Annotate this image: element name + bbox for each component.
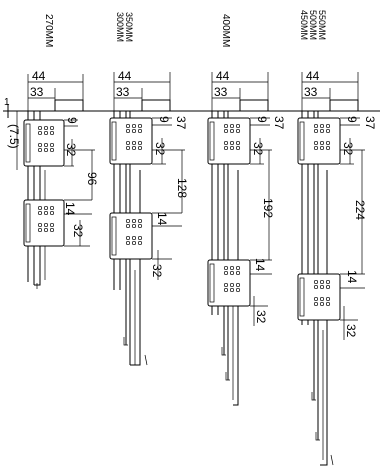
mounting-plate [54, 99, 84, 112]
length-label: 500MM [308, 10, 318, 40]
top-offset-dim: 33 [214, 85, 228, 99]
spacing-dim: 96 [85, 172, 99, 186]
spacing-dim: 192 [261, 198, 275, 218]
length-label: 450MM [299, 10, 309, 40]
mounting-plate [141, 99, 171, 112]
rail-column-400: 400MM 44 33 9 37 32 192 [207, 14, 286, 406]
bracket-height-dim: 32 [251, 142, 265, 156]
bracket-bottom-height-dim: 32 [344, 324, 358, 338]
bracket-bottom-height-dim: 32 [254, 310, 268, 324]
bracket-top-dim: 9 [345, 116, 359, 123]
bracket-right-dim: 37 [174, 116, 188, 130]
ground-tick-label: 1 [4, 97, 10, 108]
mounting-plate [239, 99, 269, 112]
slide-bracket-bottom [207, 259, 251, 307]
slide-bracket-top [109, 117, 153, 165]
top-offset-dim: 33 [304, 85, 318, 99]
bracket-gap-dim: 14 [253, 258, 267, 272]
rail-column-550-500-450: 550MM 500MM 450MM 44 33 9 37 32 22 [297, 10, 377, 466]
bracket-top-dim: 9 [65, 117, 79, 124]
bracket-gap-dim: 14 [63, 202, 77, 216]
length-label: 550MM [317, 10, 327, 40]
length-label: 270MM [43, 14, 54, 47]
mounting-plate [329, 99, 359, 112]
bracket-bottom-height-dim: 32 [150, 264, 164, 278]
top-width-dim: 44 [32, 69, 46, 83]
slide-bracket-top [207, 117, 251, 165]
slide-bracket-top [23, 119, 65, 167]
slide-bracket-bottom [23, 199, 65, 247]
bracket-height-dim: 32 [153, 142, 167, 156]
rail-column-350-300: 350MM 300MM 44 33 9 37 32 128 [109, 12, 189, 366]
spacing-dim: 224 [353, 200, 367, 220]
length-label: 400MM [220, 14, 231, 47]
top-offset-dim: 33 [30, 85, 44, 99]
spacing-dim: 128 [175, 178, 189, 198]
top-width-dim: 44 [216, 69, 230, 83]
length-label: 300MM [115, 12, 125, 42]
edge-dim: (7.5) [7, 124, 21, 149]
bracket-top-dim: 9 [255, 116, 269, 123]
bracket-right-dim: 37 [272, 116, 286, 130]
bracket-gap-dim: 14 [155, 212, 169, 226]
bracket-bottom-height-dim: 32 [71, 224, 85, 238]
top-width-dim: 44 [118, 69, 132, 83]
top-offset-dim: 33 [116, 85, 130, 99]
slide-bracket-top [297, 117, 341, 165]
top-width-dim: 44 [306, 69, 320, 83]
bracket-height-dim: 32 [341, 142, 355, 156]
bracket-right-dim: 37 [363, 116, 377, 130]
rail-column-270: 270MM 44 33 (7.5) 9 32 96 14 [7, 14, 99, 289]
length-label: 350MM [124, 12, 134, 42]
slide-bracket-bottom [109, 212, 153, 260]
slide-bracket-bottom [297, 273, 341, 321]
bracket-top-dim: 9 [157, 116, 171, 123]
bracket-gap-dim: 14 [345, 270, 359, 284]
